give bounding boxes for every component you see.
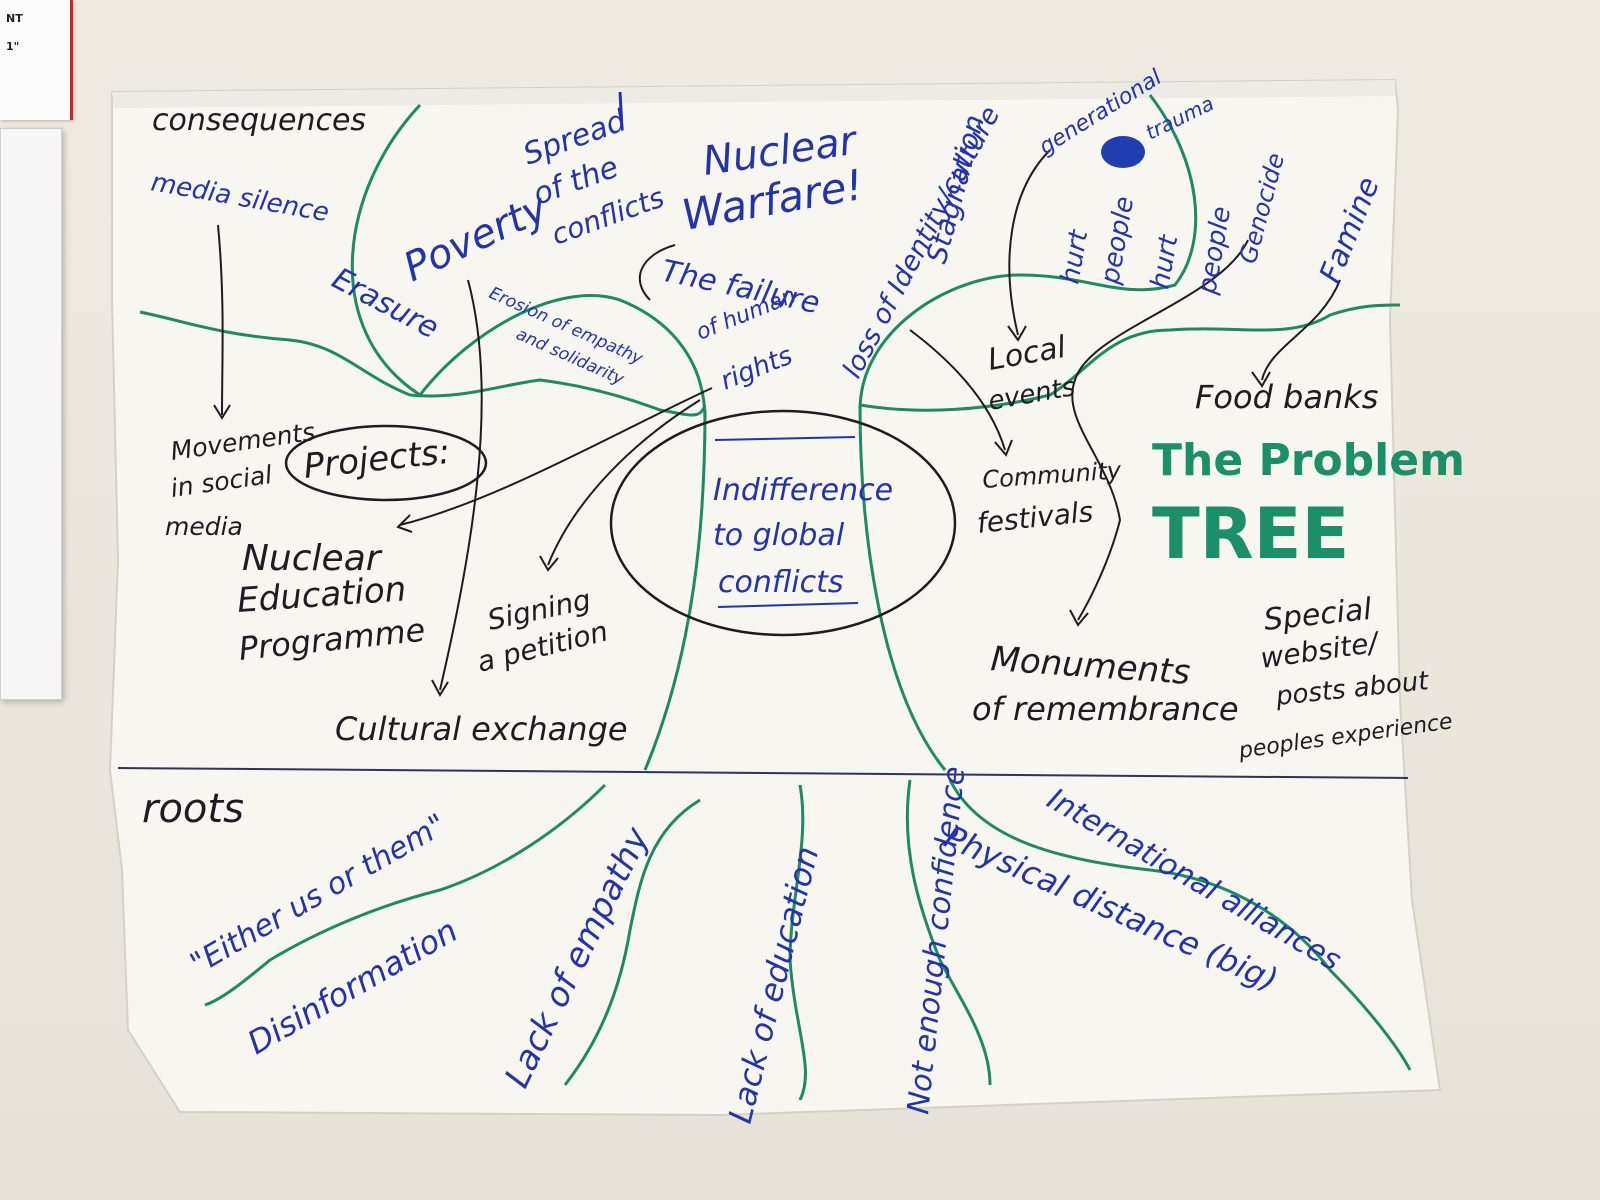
blue-ink-blot [1101,136,1145,168]
title-line-1: The Problem [1152,435,1465,486]
corner-note-line-2: 1" [6,40,20,53]
center-oval [609,409,957,637]
arrow-trauma-to-local [1008,149,1051,336]
crown-arc-right [858,94,1198,411]
arrow-failure-to-petition [547,399,701,566]
root-5 [948,779,1412,1071]
poster-paper [108,78,1442,1117]
label-food-banks: Food banks [1195,378,1378,416]
heading-consequences: consequences [152,103,366,138]
root-2 [563,798,701,1086]
center-line-3: conflicts [718,565,843,600]
root-1 [204,783,607,1007]
center-line-2: to global [713,518,845,553]
corner-paper-note: NT 1" [0,0,73,120]
projects-oval [284,424,488,502]
arrow-poverty-to-cultural [439,279,483,691]
arrow-hurt-to-monuments [1071,239,1249,621]
trunk-right [858,404,947,771]
arrow-identity-to-community [909,329,1006,451]
arrow-media-to-movements [217,224,224,416]
arrow-famine-to-foodbanks [1261,279,1341,381]
label-cultural: Cultural exchange [335,710,628,748]
arrow-nuclear-to-erosion [638,244,676,301]
label-monuments-2: of remembrance [972,690,1239,728]
crown-arc-middle [418,294,707,421]
heading-roots: roots [142,786,244,832]
crown-line-right [859,303,1401,412]
root-3 [788,784,807,1101]
label-movements-3: media [165,512,243,541]
arrow-failure-to-projects [399,387,713,526]
label-nuclear-ed-1: Nuclear [242,538,383,579]
crown-line-left [139,310,707,417]
root-4 [905,779,992,1086]
side-plastic-sleeve [0,128,62,700]
corner-note-line-1: NT [6,12,23,25]
title-line-2: TREE [1152,493,1349,575]
crown-arc-left [350,103,422,397]
trunk-left [643,409,707,771]
center-line-1: Indifference [713,473,893,508]
